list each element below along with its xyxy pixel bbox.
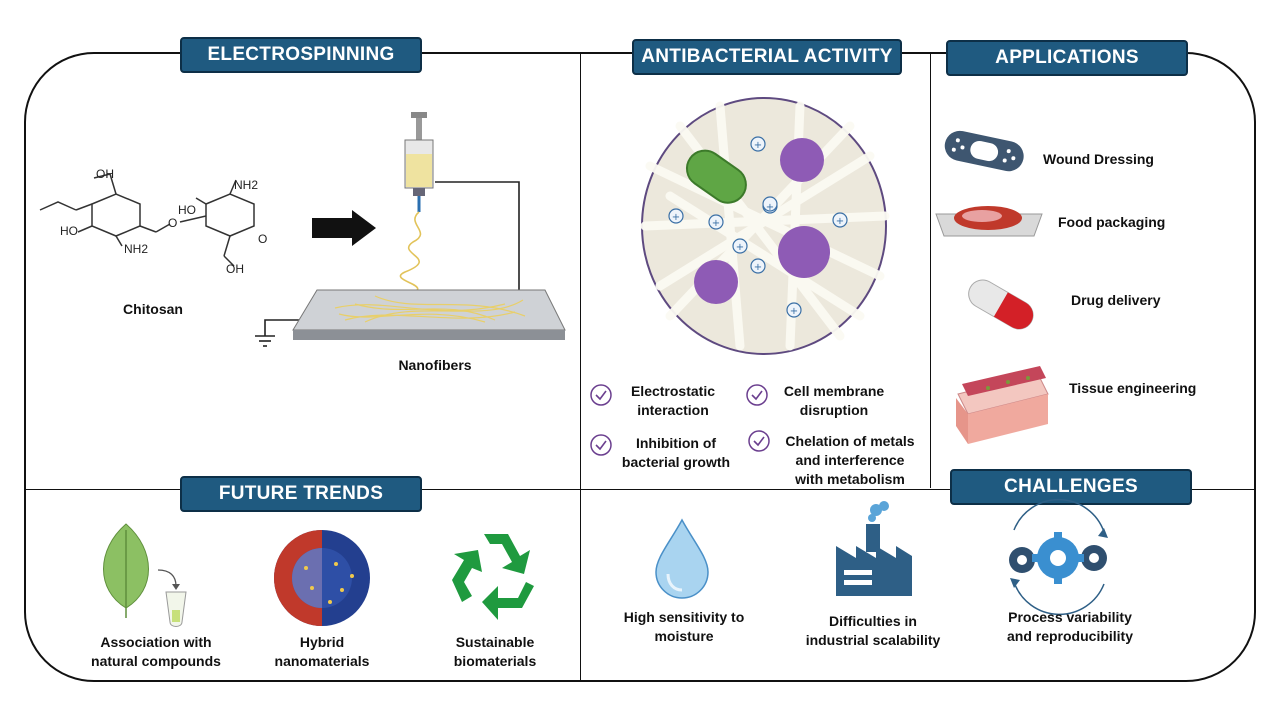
svg-text:+: +: [754, 140, 762, 151]
divider-left: [580, 52, 581, 682]
app-drug-delivery: Drug delivery: [1071, 292, 1161, 308]
app-wound-dressing: Wound Dressing: [1043, 151, 1154, 167]
check-icon-2: [746, 384, 768, 406]
chem-o-bridge: O: [168, 216, 178, 230]
chitosan-label: Chitosan: [123, 301, 183, 317]
chem-nh2-bottom: NH2: [124, 242, 149, 256]
chem-o-ring: O: [258, 232, 268, 246]
header-applications: APPLICATIONS: [946, 40, 1188, 76]
svg-text:+: +: [736, 242, 744, 253]
header-electrospinning: ELECTROSPINNING: [180, 37, 422, 73]
svg-text:+: +: [754, 262, 762, 273]
divider-right: [930, 52, 931, 488]
chem-ho-left: HO: [60, 224, 78, 238]
chem-oh-bottom: OH: [226, 262, 244, 276]
tissue-layers-icon: [956, 366, 1049, 444]
divider-horizontal: [24, 489, 1256, 490]
svg-text:+: +: [712, 218, 720, 229]
svg-text:+: +: [672, 212, 680, 223]
app-tissue-engineering: Tissue engineering: [1069, 380, 1197, 396]
arrow-right-icon: [312, 210, 376, 246]
chitosan-structure: [39, 173, 255, 267]
header-challenges: CHALLENGES: [950, 469, 1192, 505]
chem-oh-top: OH: [96, 167, 114, 181]
recycle-icon: [452, 534, 534, 620]
header-antibacterial-activity: ANTIBACTERIAL ACTIVITY: [632, 39, 902, 75]
check-icon-1: [590, 384, 612, 406]
bandage-icon: [944, 130, 1024, 172]
leaf-icon: [103, 523, 187, 627]
header-future-trends: FUTURE TRENDS: [180, 476, 422, 512]
svg-text:+: +: [836, 216, 844, 227]
svg-text:+: +: [790, 306, 798, 317]
hybrid-nanoparticle-icon: [274, 530, 370, 626]
chem-ho-right: HO: [178, 203, 196, 217]
capsule-icon: [968, 279, 1034, 330]
check-icon-4: [748, 430, 770, 452]
nanofibers-label: Nanofibers: [398, 357, 472, 373]
electrospinning-setup-illustration: [255, 112, 566, 347]
gears-icon: [1009, 498, 1108, 616]
svg-text:+: +: [766, 202, 774, 213]
antibacterial-fiber-illustration: + + + + + + + +: [640, 97, 890, 355]
factory-icon: [836, 501, 912, 596]
water-drop-icon: [655, 518, 709, 599]
check-icon-3: [590, 434, 612, 456]
chem-nh2-top: NH2: [234, 178, 259, 192]
food-package-icon: [935, 206, 1043, 237]
app-food-packaging: Food packaging: [1058, 214, 1166, 230]
